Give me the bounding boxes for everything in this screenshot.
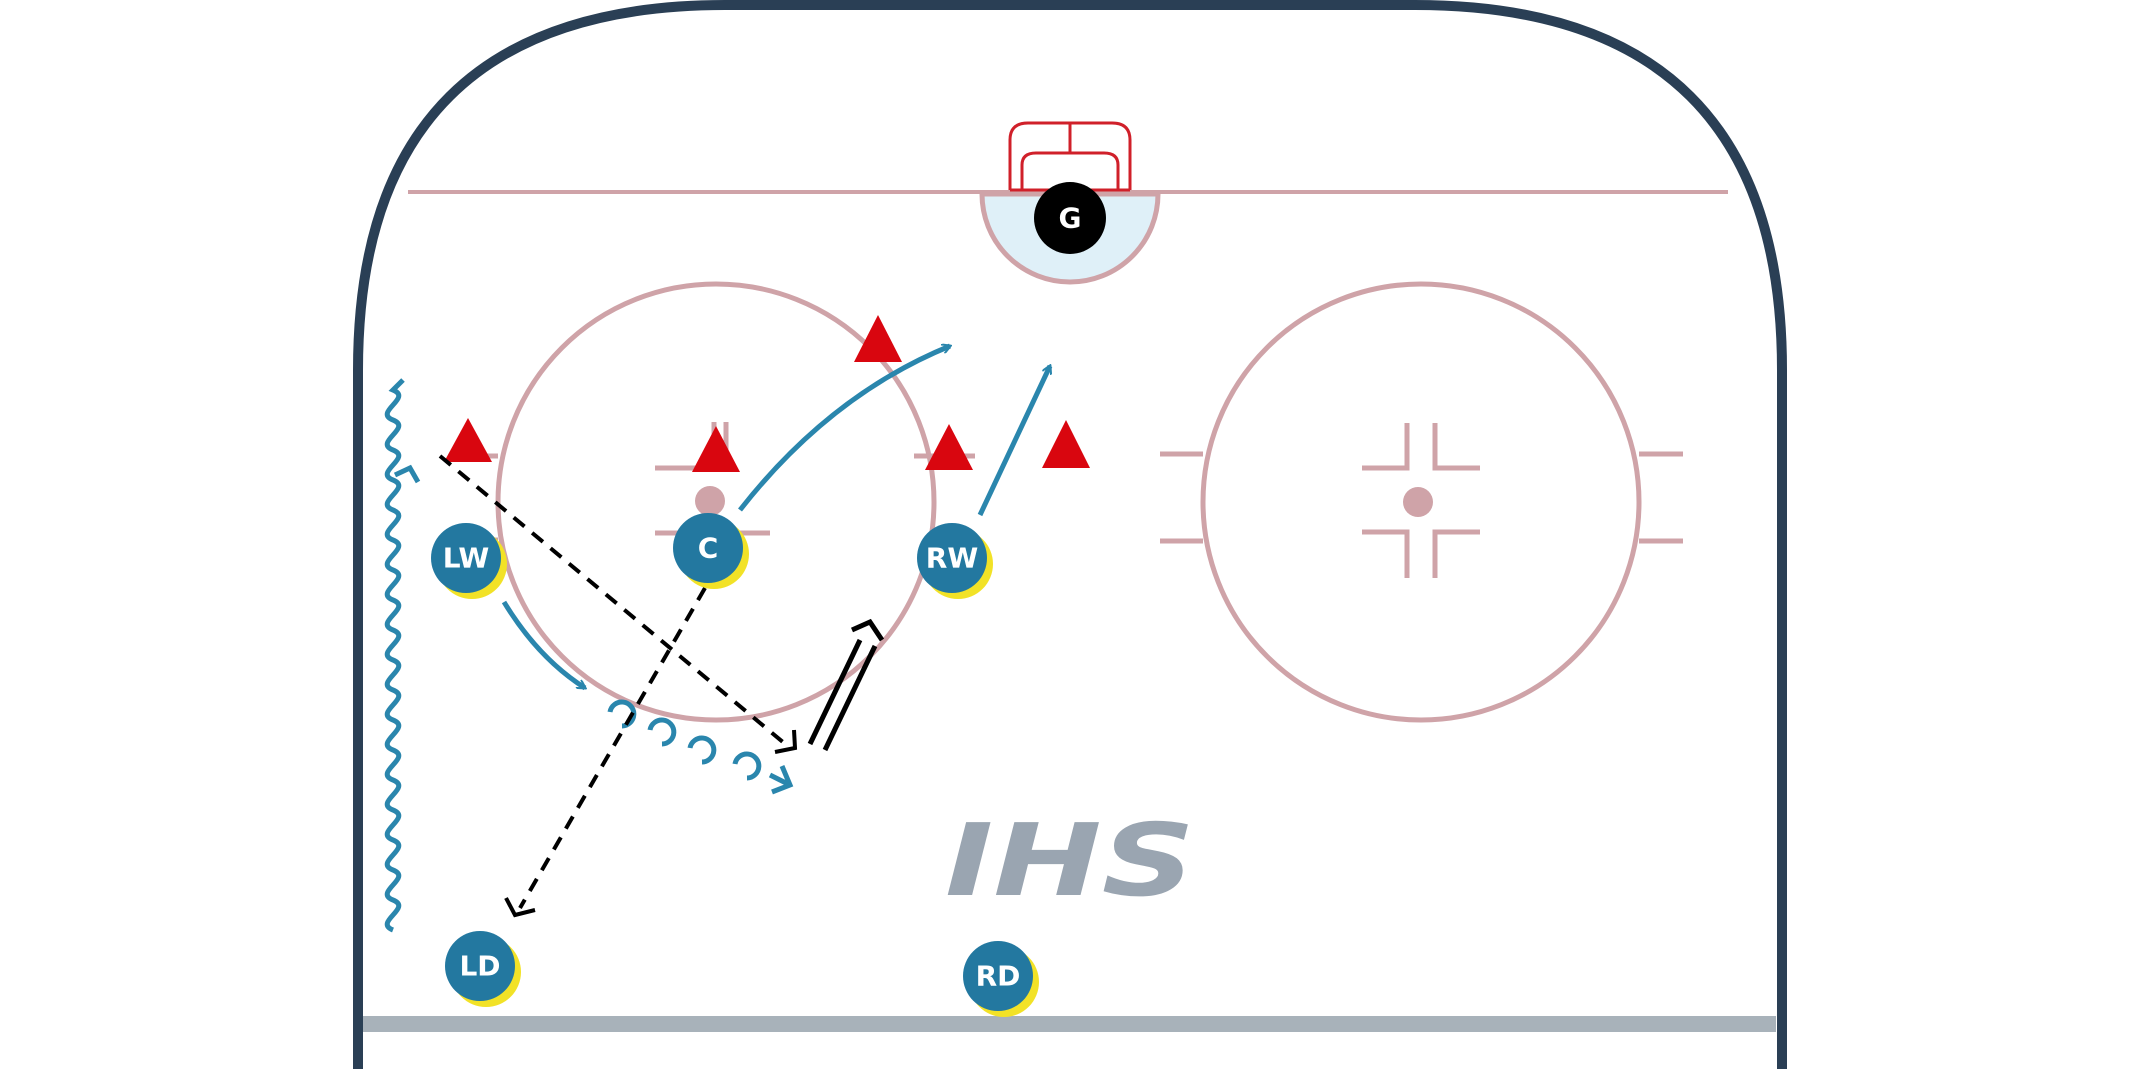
left-defense-player: LD [445, 931, 521, 1007]
right-faceoff-circle [1160, 281, 1683, 723]
ld-puck-carry-path [384, 378, 405, 933]
right-wing-player: RW [917, 523, 993, 599]
ihs-logo: IHS [945, 802, 1195, 919]
pass-c-to-ld [518, 586, 707, 910]
triangle-cone-icon [1042, 420, 1090, 468]
center-skate-path [738, 346, 950, 512]
left-wing-player: LW [431, 523, 507, 599]
center-label: C [698, 532, 719, 565]
triangle-cone-icon [925, 424, 973, 470]
pass-paths [438, 454, 792, 910]
triangle-cone-icon [444, 418, 492, 462]
left-faceoff-dot [695, 486, 725, 516]
triangle-cone-icon [692, 426, 740, 472]
triangle-cone-icon [854, 315, 902, 362]
right-faceoff-dot [1403, 487, 1433, 517]
goalie-label: G [1059, 202, 1082, 235]
net-icon [1008, 121, 1132, 192]
right-wing-label: RW [926, 542, 979, 575]
shot-path [807, 618, 885, 752]
rw-skate-path [977, 366, 1053, 517]
pass-lw-to-point [438, 454, 792, 750]
right-defense-player: RD [963, 941, 1039, 1017]
skate-paths [384, 346, 1053, 933]
cones [444, 315, 1090, 472]
center-player: C [673, 513, 749, 589]
right-defense-label: RD [976, 960, 1021, 993]
rink-boards [353, 0, 1787, 1069]
left-defense-label: LD [459, 950, 500, 983]
pass-arrowheads [504, 729, 798, 918]
left-wing-label: LW [443, 542, 490, 575]
lw-skate-path [501, 600, 585, 691]
goalie-player: G [1034, 182, 1106, 254]
logo-text: IHS [945, 802, 1195, 919]
